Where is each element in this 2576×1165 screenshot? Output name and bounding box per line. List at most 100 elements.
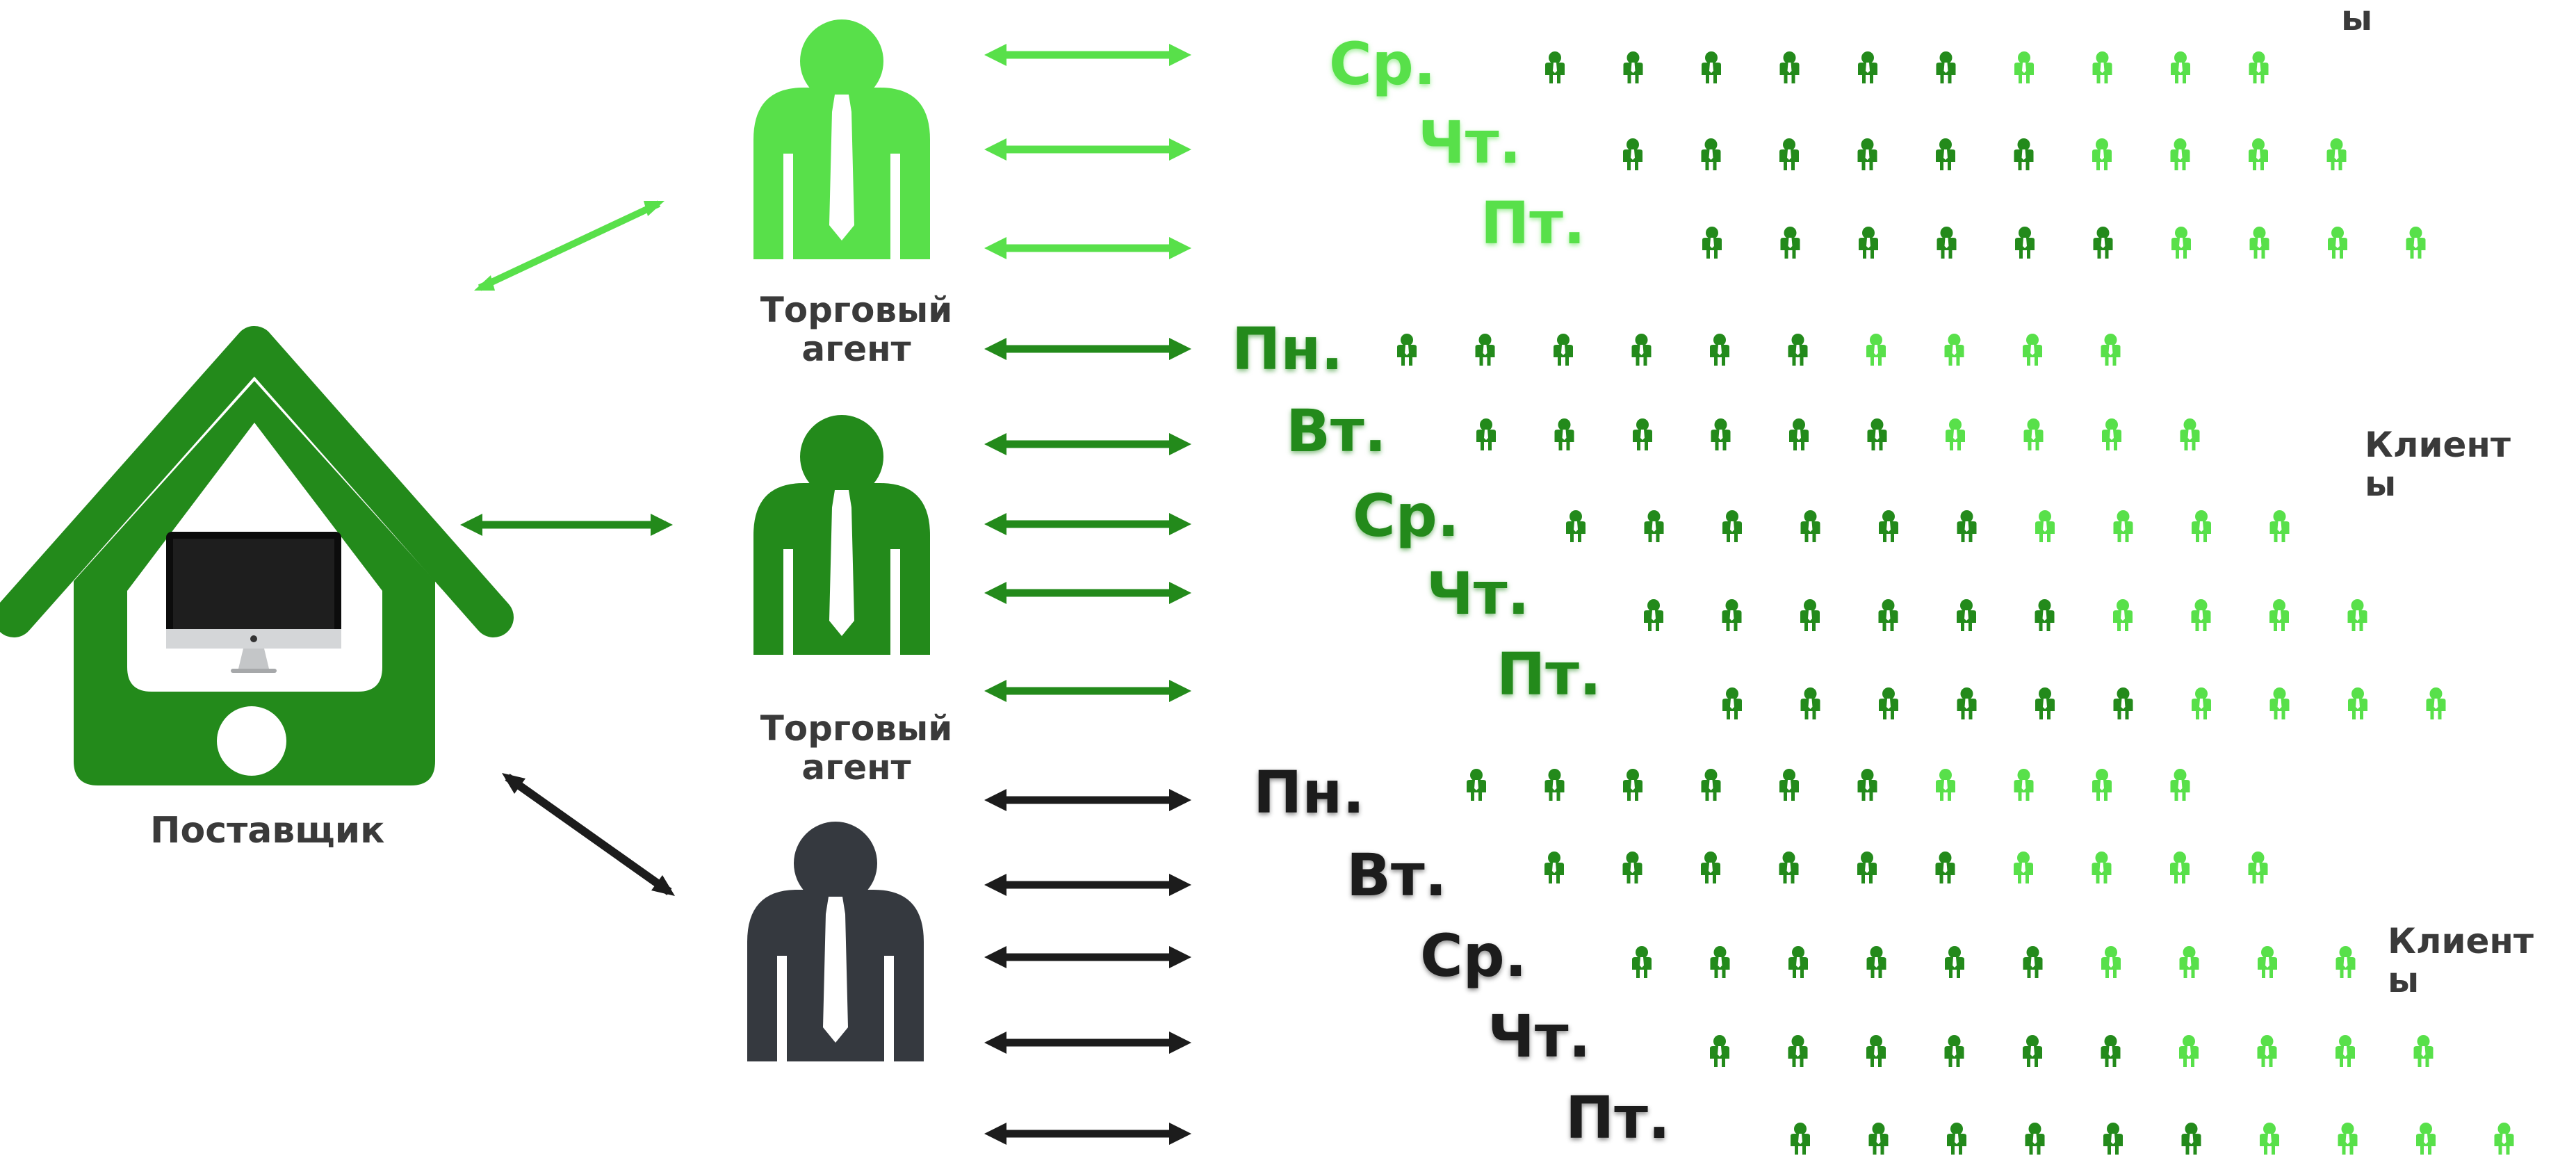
client-icon [1879, 510, 1898, 542]
client-icon [1701, 769, 1721, 801]
arrow-supplier-agent3 [502, 773, 675, 896]
client-icon [2335, 946, 2356, 978]
client-icon [2023, 946, 2043, 978]
client-icon [1935, 852, 1955, 883]
day-label: Ср. [1329, 30, 1436, 98]
client-icon [2170, 852, 2190, 883]
client-icon [1947, 1123, 1966, 1155]
client-icon [1623, 51, 1643, 83]
client-icon [1867, 418, 1887, 450]
client-icon [2092, 138, 2112, 170]
client-icon [1878, 599, 1898, 631]
client-icon [1644, 599, 1663, 631]
client-icon [1554, 334, 1573, 366]
client-icon [1779, 51, 1800, 83]
day-arrow [984, 946, 1191, 968]
client-icon [1945, 946, 1964, 978]
client-icon [2023, 418, 2044, 450]
client-icon [2406, 227, 2426, 259]
day-label: Пн. [1253, 758, 1365, 826]
day-label: Чт. [1418, 108, 1522, 177]
client-icon [2269, 599, 2289, 631]
agent-figure [747, 822, 924, 1061]
client-icon [1702, 51, 1721, 83]
client-icon [2035, 687, 2055, 719]
client-row [1791, 1123, 2514, 1155]
client-icon [2035, 599, 2055, 631]
client-icon [2249, 227, 2269, 259]
day-arrow [984, 433, 1191, 455]
agent-head [800, 415, 883, 498]
client-icon [1544, 769, 1565, 801]
client-icon [1957, 599, 1976, 631]
client-icon [2025, 1123, 2045, 1155]
client-icon [2338, 1123, 2358, 1155]
client-icon [1631, 334, 1652, 366]
client-icon [1545, 51, 1565, 83]
client-icon [2035, 510, 2055, 542]
client-icon [1779, 769, 1799, 801]
client-icon [2113, 687, 2133, 719]
client-icon [1710, 1035, 1729, 1067]
clients-label: ы [2341, 0, 2373, 38]
client-icon [2269, 510, 2290, 542]
day-arrow [984, 874, 1191, 896]
client-icon [2014, 138, 2034, 170]
client-icon [1788, 946, 1808, 978]
client-icon [1475, 334, 1495, 366]
agent-label: Торговый агент [760, 290, 953, 369]
client-icon [1857, 852, 1877, 883]
client-icon [2101, 334, 2121, 366]
client-icon [2092, 769, 2112, 801]
day-arrow [984, 1032, 1191, 1054]
day-arrow [984, 1123, 1191, 1145]
client-icon [2103, 1123, 2123, 1155]
tie-icon [823, 897, 848, 1043]
day-arrow [984, 789, 1191, 811]
agents-layer [747, 19, 930, 1061]
agent-label: Торговый агент [760, 708, 953, 788]
day-label: Чт. [1426, 560, 1530, 628]
client-icon [2093, 227, 2113, 259]
client-icon [2170, 138, 2190, 170]
client-icon [1701, 852, 1720, 883]
tie-icon [829, 95, 854, 241]
client-row [1397, 334, 2121, 366]
day-arrow [984, 338, 1191, 360]
client-row [1545, 51, 2269, 83]
clients-label: Клиент ы [2388, 921, 2534, 1000]
client-icon [2181, 1123, 2201, 1155]
client-icon [1957, 510, 1977, 542]
client-icon [2113, 599, 2133, 631]
day-arrow [984, 582, 1191, 604]
client-icon [1779, 138, 1799, 170]
client-icon [1476, 418, 1496, 450]
client-row [1702, 227, 2426, 259]
client-row [1722, 687, 2446, 719]
client-row [1644, 599, 2367, 631]
client-icon [1866, 946, 1886, 978]
client-icon [2092, 852, 2112, 883]
client-icon [1780, 227, 1800, 259]
client-icon [1788, 1035, 1808, 1067]
client-icon [2179, 946, 2199, 978]
client-icon [2258, 946, 2277, 978]
client-icon [1632, 946, 1652, 978]
day-arrow [984, 44, 1191, 66]
client-icon [1936, 769, 1955, 801]
day-label: Пт. [1497, 640, 1601, 708]
client-row [1544, 852, 2268, 883]
client-icon [1711, 418, 1731, 450]
client-icon [1857, 769, 1877, 801]
client-icon [2102, 418, 2121, 450]
client-icon [2347, 599, 2367, 631]
day-label: Вт. [1286, 397, 1387, 465]
house-door [217, 706, 286, 776]
agent-head [800, 19, 883, 103]
client-icon [1866, 334, 1886, 366]
day-label: Чт. [1487, 1002, 1591, 1070]
client-icon [1859, 227, 1878, 259]
day-label: Пт. [1565, 1084, 1670, 1152]
